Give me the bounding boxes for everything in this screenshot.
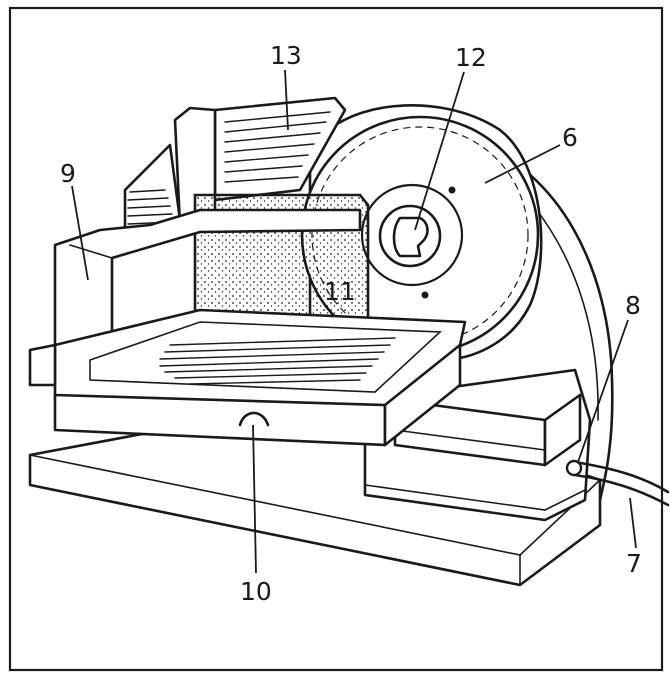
- leader-6: [484, 144, 561, 184]
- pusher-arm-fold: [69, 244, 113, 259]
- leader-13: [284, 69, 289, 131]
- frame-border: [8, 6, 664, 672]
- leader-8: [577, 319, 629, 463]
- leader-10: [252, 424, 257, 574]
- power-cord: [573, 460, 670, 494]
- label-8: 8: [625, 291, 641, 320]
- leader-7: [629, 497, 637, 549]
- label-6: 6: [562, 123, 578, 152]
- label-11: 11: [324, 277, 356, 306]
- tray-ridges: [159, 337, 396, 385]
- cord-grommet: [565, 459, 583, 477]
- blade-center-key: [392, 216, 429, 258]
- slice-deflector-hatch: [224, 111, 331, 183]
- motor-block-step: [394, 429, 546, 451]
- blade-screw-bottom: [421, 291, 429, 299]
- power-cord-lower: [573, 473, 670, 507]
- label-9: 9: [60, 159, 76, 188]
- label-7: 7: [626, 549, 642, 578]
- label-12: 12: [455, 43, 487, 72]
- blade-screw-top: [448, 186, 456, 194]
- leader-12: [414, 71, 465, 231]
- carriage-inner-tray: [89, 321, 442, 393]
- carriage-table-front: [53, 393, 387, 447]
- leader-9: [71, 185, 89, 281]
- label-13: 13: [270, 41, 302, 70]
- label-10: 10: [240, 577, 272, 606]
- carriage-table-side: [383, 343, 462, 447]
- motor-block-lower: [364, 484, 586, 511]
- left-foot: [28, 343, 57, 387]
- finger-notch: [238, 411, 270, 427]
